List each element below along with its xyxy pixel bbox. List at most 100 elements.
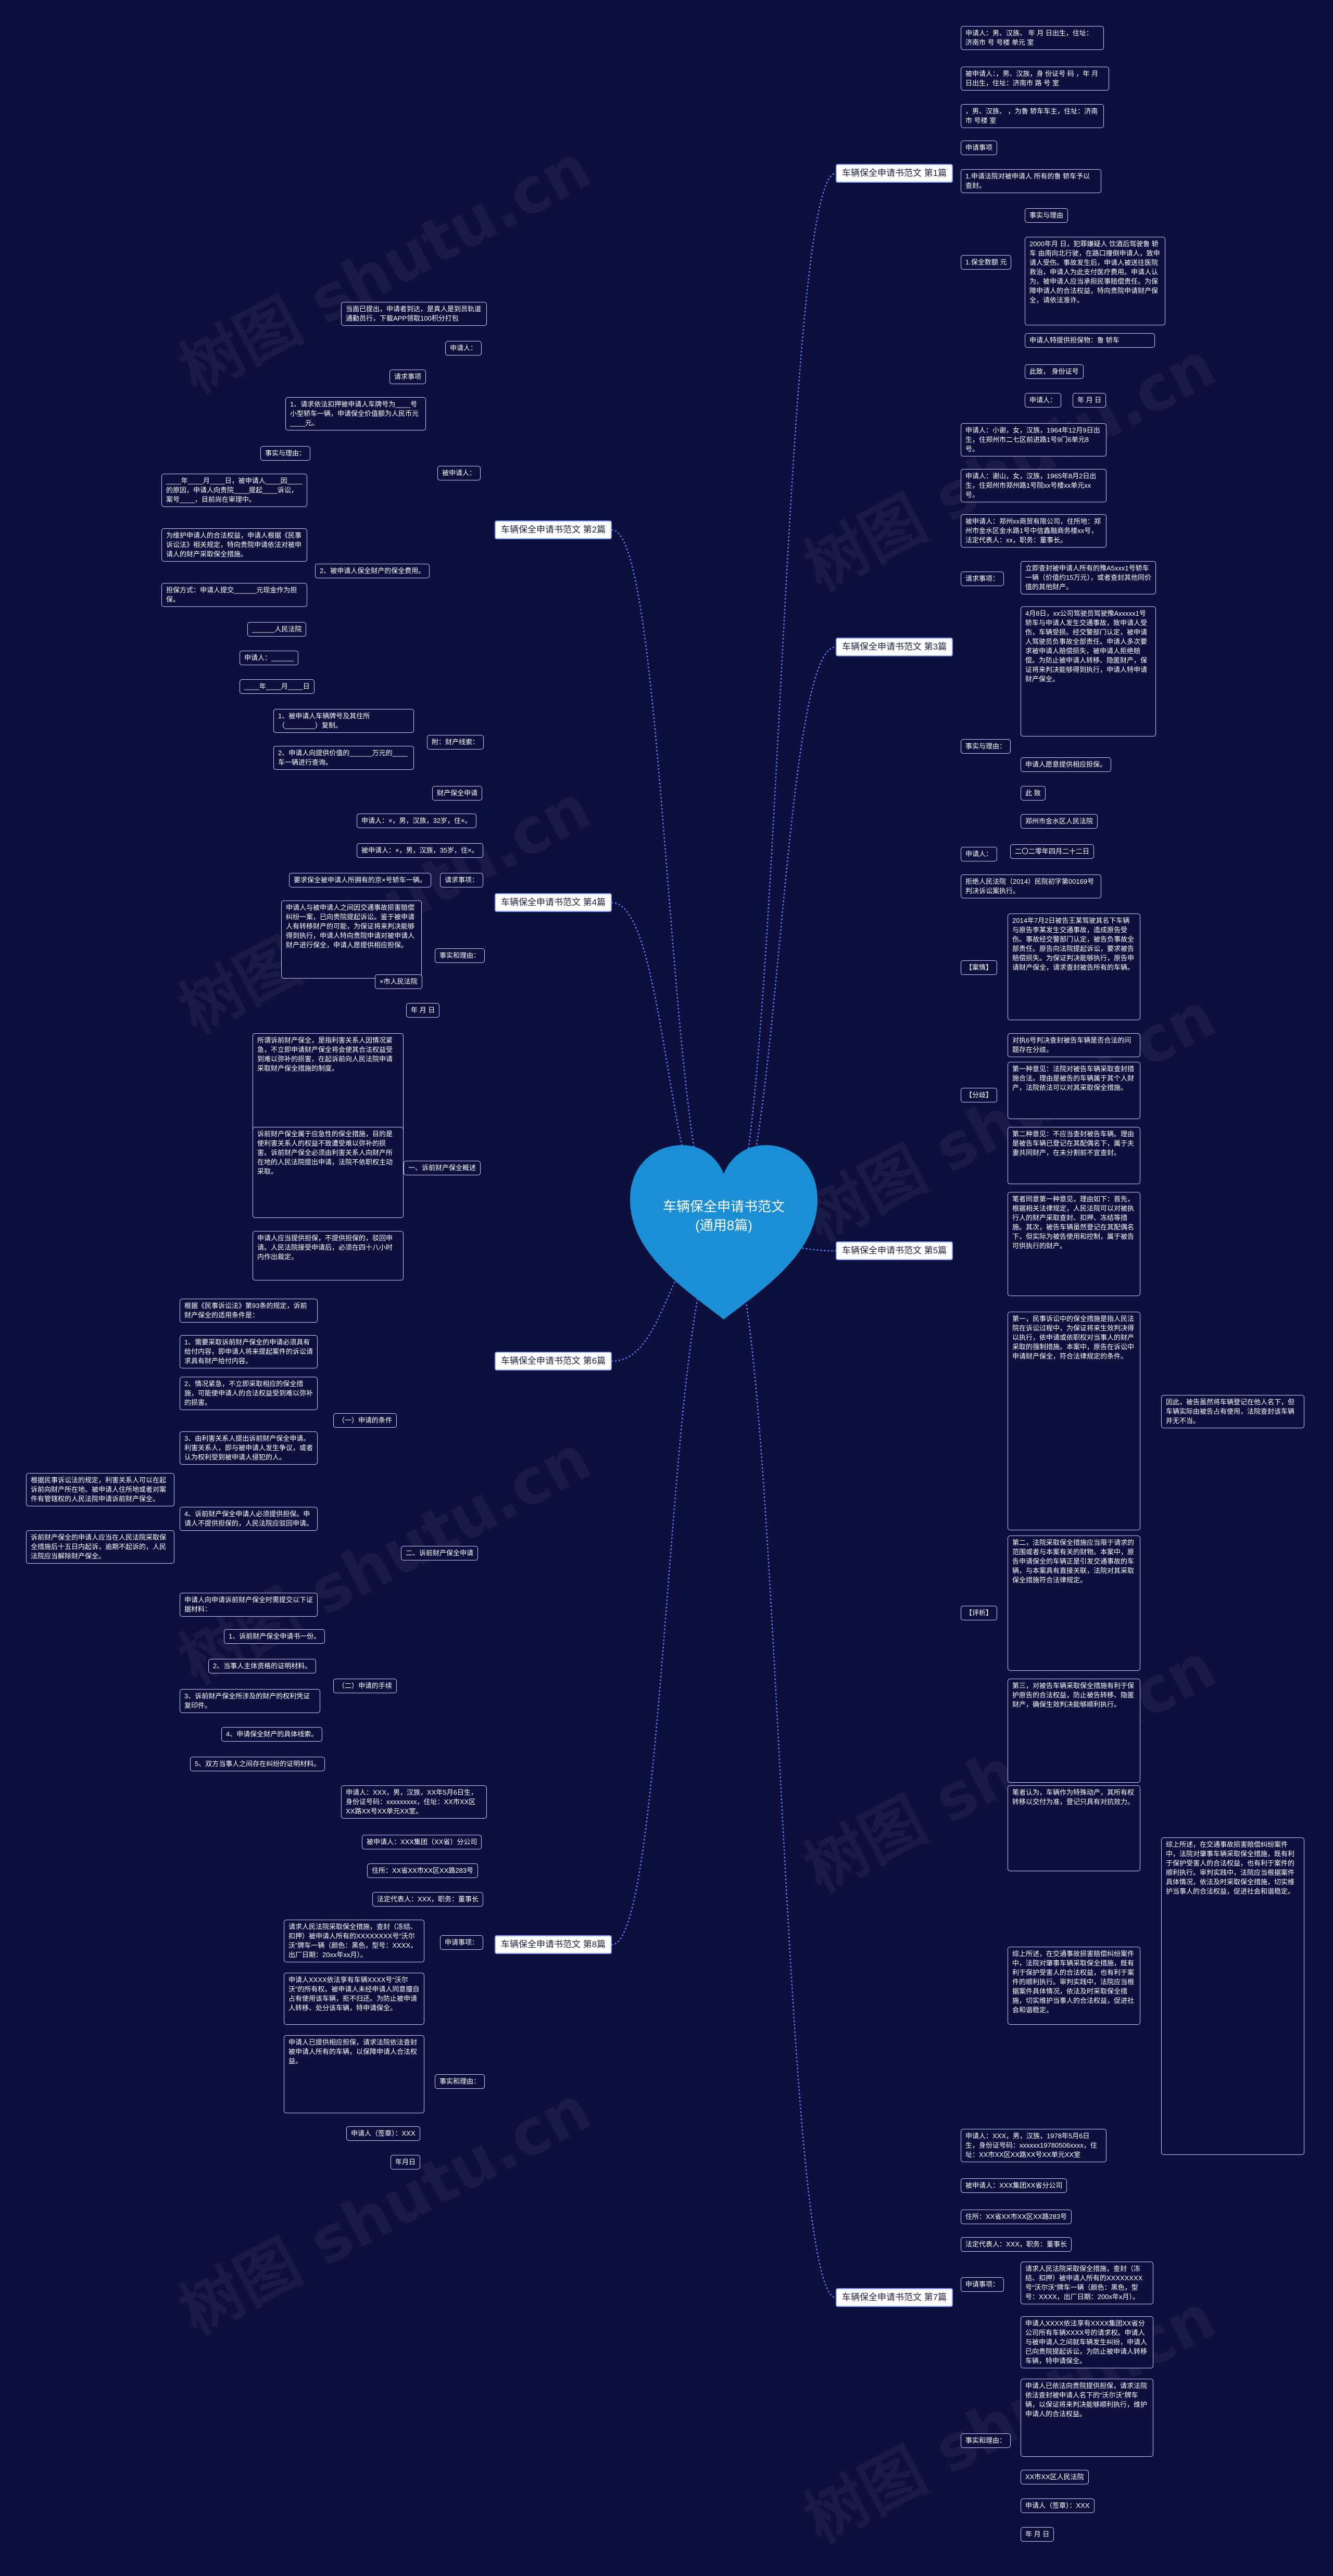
b6-procedure-heading: （二）申请的手续 <box>333 1679 397 1693</box>
connector-br2 <box>612 529 724 1235</box>
b1-applicant-sign: 申请人： <box>1025 393 1062 408</box>
b1-request-item: 1.申请法院对被申请人 所有的鲁 轿车予以查封。 <box>961 169 1101 193</box>
b2-applicant: 申请人： <box>445 341 482 356</box>
b4-date: 年 月 日 <box>406 1003 440 1018</box>
b5-case-text: 2014年7月2日被告王某驾驶其名下车辆与原告李某发生交通事故，造成原告受伤。事… <box>1008 913 1140 1020</box>
b7-request-text: 请求人民法院采取保全措施，查封（冻结、扣押）被申请人所有的XXXXXXXX号“沃… <box>1021 2262 1153 2304</box>
b6-application-heading: 二、诉前财产保全申请 <box>401 1546 479 1560</box>
b1-facts-text: 2000年月 日，犯罪嫌疑人 饮酒后驾驶鲁 轿车 由南向北行驶，在路口撞倒申请人… <box>1025 237 1165 325</box>
b4-court: ×市人民法院 <box>375 974 422 989</box>
b2-request-1: 1、请求依法扣押被申请人车牌号为____号小型轿车一辆，申请保全价值额为人民币元… <box>285 397 426 430</box>
b8-facts-heading: 事实和理由： <box>435 2074 485 2089</box>
b3-request-text: 立即查封被申请人所有的豫A5xxx1号轿车一辆（价值约15万元），或者查封其他同… <box>1021 561 1156 594</box>
branch-chapter-4[interactable]: 车辆保全申请书范文 第4篇 <box>495 893 612 912</box>
branch-chapter-1[interactable]: 车辆保全申请书范文 第1篇 <box>836 164 953 183</box>
b4-request-heading: 请求事项： <box>440 873 484 887</box>
branch-chapter-6[interactable]: 车辆保全申请书范文 第6篇 <box>495 1352 612 1371</box>
b8-respondent: 被申请人：XXX集团（XX省）分公司 <box>362 1835 482 1849</box>
b3-applicant-sign: 申请人： <box>961 847 998 861</box>
b7-applicant-sign: 申请人（签章）：XXX <box>1021 2498 1095 2513</box>
b5-dispute: 对执6号判决查封被告车辆是否合法的问题存在分歧。 <box>1008 1033 1140 1057</box>
b7-facts-heading: 事实和理由： <box>961 2433 1011 2448</box>
b4-respondent: 被申请人：×，男，汉族，35岁，住×。 <box>357 843 483 858</box>
branch-chapter-5[interactable]: 车辆保全申请书范文 第5篇 <box>836 1241 953 1260</box>
b1-closing: 此致， 身份证号 <box>1025 364 1084 379</box>
b8-request-text: 请求人民法院采取保全措施，查封（冻结、扣押）被申请人所有的XXXXXXXX号“沃… <box>284 1920 424 1962</box>
b5-analysis-heading: 【评析】 <box>961 1606 998 1620</box>
b6-definition: 所谓诉前财产保全，是指利害关系人因情况紧急，不立即申请财产保全将会使其合法权益受… <box>253 1033 404 1132</box>
b6-condition-3: 3、由利害关系人提出诉前财产保全申请。利害关系人，即与被申请人发生争议，或者认为… <box>180 1431 318 1465</box>
branch-chapter-2[interactable]: 车辆保全申请书范文 第2篇 <box>495 521 612 539</box>
b8-legal-rep: 法定代表人：XXX，职务：董事长 <box>372 1892 484 1907</box>
branch-chapter-8[interactable]: 车辆保全申请书范文 第8篇 <box>495 1935 612 1954</box>
b7-legal-rep: 法定代表人：XXX，职务：董事长 <box>961 2237 1072 2252</box>
b6-condition-1: 1、需要采取诉前财产保全的申请必须具有给付内容，即申请人将来提起案件的诉讼请求具… <box>180 1335 318 1368</box>
branch-chapter-3[interactable]: 车辆保全申请书范文 第3篇 <box>836 638 953 656</box>
root-title: 车辆保全申请书范文(通用8篇) <box>662 1199 785 1233</box>
heart-shape <box>630 1145 818 1319</box>
b2-clue-2: 2、申请人向提供价值的______万元的____车一辆进行查询。 <box>273 746 414 770</box>
b6-deadline: 诉前财产保全的申请人应当在人民法院采取保全措施后十五日内起诉，逾期不起诉的，人民… <box>26 1530 174 1564</box>
b5-dispute-heading: 【分歧】 <box>961 1088 998 1102</box>
b5-analysis-note: 因此，被告虽然将车辆登记在他人名下，但车辆实际由被告占有使用，法院查封该车辆并无… <box>1161 1395 1304 1428</box>
b3-facts-heading: 事实与理由： <box>961 739 1011 754</box>
b2-clues-heading: 附：财产线索： <box>427 735 484 750</box>
b5-analysis-intro: 笔者同意第一种意见，理由如下：首先，根据相关法律规定，人民法院可以对被执行人的财… <box>1008 1192 1140 1296</box>
b5-opinion-1: 第一种意见：法院对被告车辆采取查封措施合法。理由是被告的车辆属于其个人财产，法院… <box>1008 1062 1140 1119</box>
b6-nature: 诉前财产保全属于应急性的保全措施，目的是使利害关系人的权益不致遭受难以弥补的损害… <box>253 1127 404 1218</box>
b8-address: 住所：XX省XX市XX区XX路283号 <box>367 1863 479 1878</box>
b5-analysis-1: 第一，民事诉讼中的保全措施是指人民法院在诉讼过程中，为保证将来生效判决得以执行，… <box>1008 1312 1140 1530</box>
b1-amount: 1.保全数额 元 <box>961 255 1012 270</box>
b2-respondent: 被申请人： <box>437 466 481 480</box>
connector-br8 <box>612 1233 724 1946</box>
b6-material-5: 5、双方当事人之间存在纠纷的证明材料。 <box>190 1757 325 1771</box>
b6-guarantee: 申请人应当提供担保，不提供担保的，驳回申请。人民法院接受申请后，必须在四十八小时… <box>253 1231 404 1280</box>
b3-closing: 此 致 <box>1021 786 1046 801</box>
b8-facts-1: 申请人XXXX依法享有车辆XXXX号“沃尔沃”的所有权。被申请人未经申请人同意擅… <box>284 1973 424 2025</box>
b1-date: 年 月 日 <box>1073 393 1106 408</box>
b6-jurisdiction: 根据民事诉讼法的规定，利害关系人可以在起诉前向财产所在地、被申请人住所地或者对案… <box>26 1473 174 1506</box>
b6-condition-4: 4、诉前财产保全申请人必须提供担保。申请人不提供担保的，人民法院应驳回申请。 <box>180 1507 318 1531</box>
b2-date: ____年____月____日 <box>240 679 315 694</box>
b7-court: XX市XX区人民法院 <box>1021 2470 1089 2484</box>
b2-guarantee: 担保方式：申请人提交______元现金作为担保。 <box>161 583 307 607</box>
b6-materials-intro: 申请人向申请诉前财产保全时需提交以下证据材料： <box>180 1593 318 1617</box>
b2-request-2: 2、被申请人保全财产的保全费用。 <box>315 564 430 578</box>
b1-facts-heading: 事实与理由 <box>1025 208 1068 223</box>
b4-facts-heading: 事实和理由： <box>435 948 485 963</box>
b5-opinion-2: 第二种意见：不应当查封被告车辆。理由是被告车辆已登记在其配偶名下，属于夫妻共同财… <box>1008 1127 1140 1184</box>
b6-conditions-intro: 根据《民事诉讼法》第93条的规定，诉前财产保全的适用条件是： <box>180 1299 318 1323</box>
b7-applicant: 申请人：XXX，男，汉族，1978年5月6日生，身份证号码：xxxxxx1978… <box>961 2129 1106 2162</box>
root-node[interactable]: 车辆保全申请书范文(通用8篇) <box>625 1140 823 1327</box>
b5-analysis-2: 第二，法院采取保全措施应当限于请求的范围或者与本案有关的财物。本案中，原告申请保… <box>1008 1536 1140 1671</box>
b3-request-heading: 请求事项： <box>961 572 1004 586</box>
b1-request-heading: 申请事项 <box>961 141 998 155</box>
b7-address: 住所：XX省XX市XX区XX路283号 <box>961 2210 1072 2224</box>
b4-facts-text: 申请人与被申请人之间因交通事故损害赔偿纠纷一案，已向贵院提起诉讼。鉴于被申请人有… <box>281 900 422 979</box>
b6-condition-2: 2、情况紧急，不立即采取相应的保全措施，可能使申请人的合法权益受到难以弥补的损害… <box>180 1377 318 1410</box>
b2-request-heading: 请求事项 <box>389 370 426 384</box>
b6-material-3: 3、诉前财产保全所涉及的财产的权利凭证复印件。 <box>180 1689 320 1713</box>
b5-conclusion-brief: 综上所述，在交通事故损害赔偿纠纷案件中，法院对肇事车辆采取保全措施，既有利于保护… <box>1008 1947 1140 2025</box>
b8-date: 年月日 <box>391 2155 421 2169</box>
b5-case-ref: 拒绝人民法院（2014）民院初字第00169号判决诉讼案执行。 <box>961 874 1101 898</box>
b7-date: 年 月 日 <box>1021 2527 1054 2542</box>
b3-guarantee: 申请人愿意提供相应担保。 <box>1021 757 1112 772</box>
b8-facts-2: 申请人已提供相应担保，请求法院依法查封被申请人所有的车辆，以保障申请人合法权益。 <box>284 2035 424 2113</box>
b5-analysis-3: 第三，对被告车辆采取保全措施有利于保护原告的合法权益，防止被告转移、隐匿财产，确… <box>1008 1679 1140 1783</box>
b8-applicant: 申请人：XXX，男，汉族，XX年5月6日生，身份证号码：xxxxxxxxx，住址… <box>341 1785 487 1819</box>
b2-applicant-sign: 申请人：______ <box>240 651 299 665</box>
b2-facts-text: ____年____月____日，被申请人____因____的原因，申请人向贵院_… <box>161 474 307 507</box>
b3-respondent: 被申请人：郑州xx商贸有限公司，住所地：郑州市金水区金水路1号中信鑫融商务楼xx… <box>961 514 1106 548</box>
b2-clue-1: 1、被申请人车辆牌号及其住所（________）复制。 <box>273 709 414 733</box>
b1-car-owner: ，男、汉族、 ，为鲁 轿车车主，住址：济南市 号楼 室 <box>961 104 1104 128</box>
b4-request-text: 要求保全被申请人所拥有的京×号轿车一辆。 <box>289 873 431 887</box>
b5-analysis-4: 笔者认为，车辆作为特殊动产，其所有权转移以交付为准，登记只具有对抗效力。 <box>1008 1785 1140 1871</box>
b1-respondent: 被申请人：，男、汉族，身 份证号 码 ，年 月日出生，住址：济南市 路 号 室 <box>961 67 1109 91</box>
b5-conclusion-detail: 综上所述，在交通事故损害赔偿纠纷案件中，法院对肇事车辆采取保全措施，既有利于保护… <box>1161 1837 1304 2155</box>
b2-facts-heading: 事实与理由： <box>260 446 311 461</box>
b1-applicant: 申请人：男、汉族、 年 月 日出生，住址：济南市 号 号楼 单元 室 <box>961 26 1104 50</box>
branch-chapter-7[interactable]: 车辆保全申请书范文 第7篇 <box>836 2288 953 2307</box>
b3-court: 郑州市金水区人民法院 <box>1021 814 1098 829</box>
b6-material-2: 2、当事人主体资格的证明材料。 <box>208 1659 317 1673</box>
